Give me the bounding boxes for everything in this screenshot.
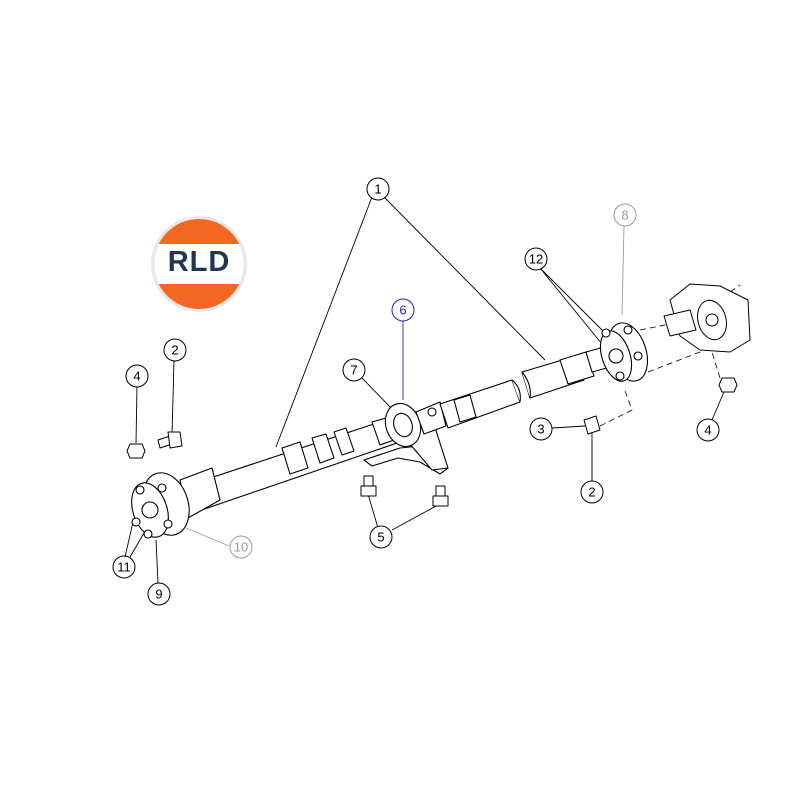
callout-7-label: 7 [350, 363, 357, 378]
differential-mount [663, 309, 697, 337]
callout-4-right: 4 [696, 418, 720, 442]
tube-break-left [511, 379, 521, 403]
leader-2a [171, 359, 175, 437]
callout-7: 7 [342, 358, 366, 382]
callout-3-label: 3 [537, 422, 544, 437]
leader-11-a [124, 521, 134, 558]
bearing-yoke [415, 401, 447, 435]
callout-2a-label: 2 [171, 343, 178, 358]
front-coupler-bolt-3 [131, 517, 141, 527]
leader-3 [551, 425, 586, 429]
driveshaft-front [179, 417, 401, 519]
rear-coupler-bolt-1 [601, 328, 611, 338]
center-bearing-assembly [363, 401, 449, 475]
bolt-3-head [583, 415, 601, 435]
bolt-5-right-head [432, 495, 449, 507]
callout-1-label: 1 [374, 182, 381, 197]
rear-flex-coupler [599, 322, 649, 382]
callout-10-label: 10 [234, 540, 248, 555]
bolt-2-left-head [167, 431, 183, 449]
callout-8-label: 8 [621, 208, 628, 223]
dash-bolt-4 [711, 351, 721, 379]
leader-7 [361, 377, 394, 411]
logo-band [154, 244, 244, 284]
rear-coupler-bolt-4 [633, 351, 643, 361]
callout-12: 12 [524, 247, 548, 271]
front-coupler-bolt-5 [163, 519, 173, 529]
tube-ring-2 [311, 433, 335, 464]
rld-logo-icon [151, 216, 247, 312]
front-flex-coupler [131, 472, 190, 539]
rear-coupler-bolt-3 [615, 371, 625, 381]
tube-ring-1 [281, 441, 309, 475]
front-coupler-bolt-1 [135, 485, 145, 495]
nut-4-right [718, 377, 738, 393]
nut-4-left [126, 443, 146, 459]
leader-11-b [129, 532, 145, 558]
leader-9 [155, 539, 159, 584]
driveshaft-rear [439, 345, 615, 429]
callout-12-label: 12 [529, 252, 543, 267]
leader-10 [185, 527, 230, 547]
bearing-joint-cap [427, 407, 437, 417]
callout-2-left: 2 [163, 338, 187, 362]
leader-1-b [383, 196, 546, 361]
callout-9-label: 9 [155, 587, 162, 602]
rear-tube-ring [559, 351, 595, 385]
callout-4-left: 4 [125, 364, 149, 388]
callout-6-label: 6 [399, 303, 406, 318]
tube-ring-3 [333, 427, 355, 456]
tube-break-right [521, 371, 531, 399]
rear-stub-ring [453, 394, 477, 423]
callout-9: 9 [147, 582, 171, 606]
callouts: 1 2 2 3 4 4 5 6 [112, 177, 720, 606]
callout-4a-label: 4 [133, 369, 140, 384]
leader-8 [621, 224, 625, 316]
rld-logo: RLD [150, 215, 248, 313]
callout-10: 10 [229, 535, 253, 559]
leader-4a [135, 385, 138, 444]
front-coupler-bolt-2 [157, 483, 167, 493]
leader-5-a [367, 493, 379, 529]
rear-coupler-hub [608, 348, 624, 364]
differential-pinion [705, 313, 719, 327]
callout-5-label: 5 [377, 530, 384, 545]
callout-4b-label: 4 [704, 423, 711, 438]
center-bearing-inner [393, 412, 413, 438]
rear-differential [663, 283, 751, 353]
callout-11: 11 [112, 555, 136, 579]
dash-bolt-3 [599, 387, 633, 427]
callout-1: 1 [366, 177, 390, 201]
leader-1-a [275, 196, 373, 448]
bolt-5-left-head [360, 485, 377, 497]
leader-12-a [539, 267, 606, 334]
leader-5-b [391, 504, 439, 531]
callout-11-label: 11 [117, 560, 131, 575]
leader-lines [124, 196, 727, 584]
front-coupler-bolt-4 [143, 529, 153, 539]
callout-2-right: 2 [580, 480, 604, 504]
callout-3: 3 [529, 417, 553, 441]
rear-tube-stub [439, 379, 521, 429]
callout-8: 8 [613, 203, 637, 227]
logo-text: RLD [167, 246, 231, 278]
callout-5: 5 [369, 525, 393, 549]
front-coupler-hub [141, 501, 159, 519]
callout-2b-label: 2 [588, 485, 595, 500]
rear-coupler-bolt-2 [623, 325, 633, 335]
fasteners [126, 377, 738, 507]
callout-6: 6 [391, 298, 415, 322]
